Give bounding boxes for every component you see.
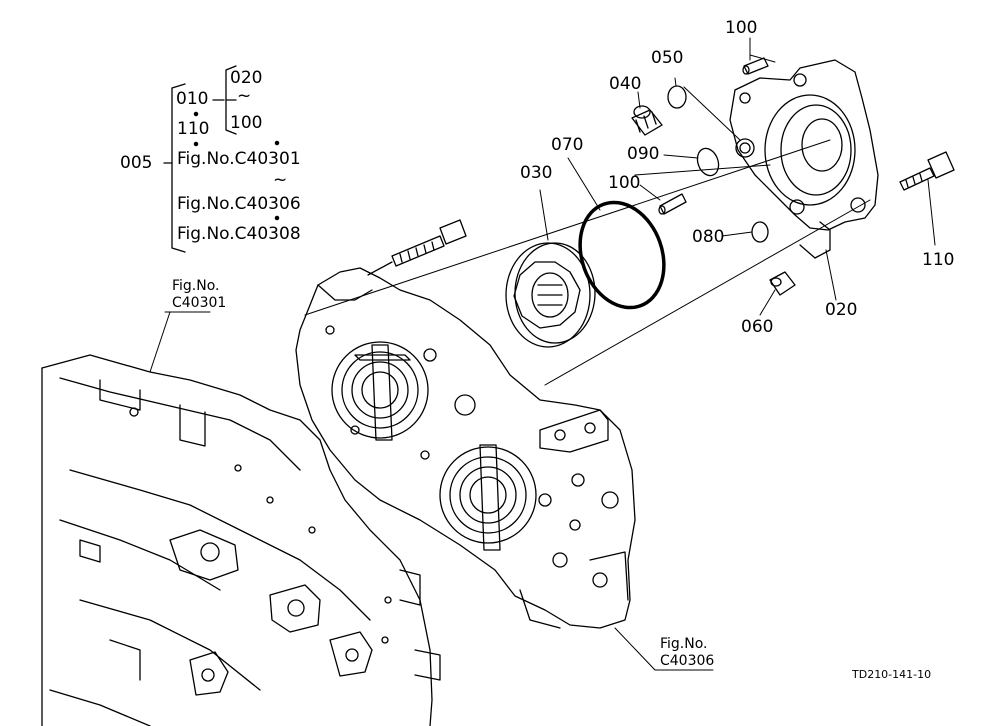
- callout-005: 005: [120, 153, 153, 173]
- callout-110: 110: [922, 250, 955, 270]
- plug-040: [631, 105, 663, 136]
- fig-ref-bottom-number: C40306: [660, 653, 715, 669]
- callout-070: 070: [551, 135, 584, 155]
- fig-ref-left-label: Fig.No.: [172, 278, 220, 294]
- range-tilde-1: ~: [237, 86, 252, 106]
- pump-gear: [505, 242, 596, 348]
- valve-body: [295, 267, 636, 629]
- callout-090: 090: [627, 144, 660, 164]
- bolt-left: [367, 219, 467, 276]
- plug-060: [769, 271, 796, 296]
- callout-040: 040: [609, 74, 642, 94]
- transmission-case: [41, 354, 441, 726]
- callout-080: 080: [692, 227, 725, 247]
- fig-ref-left-number: C40301: [172, 295, 227, 311]
- callout-100-group: 100: [230, 113, 263, 133]
- callout-050: 050: [651, 48, 684, 68]
- bolt-right: [899, 151, 955, 191]
- fig-ref-c40308: Fig.No.C40308: [177, 224, 301, 244]
- callout-060: 060: [741, 317, 774, 337]
- pin-100-mid: [658, 193, 687, 215]
- pump-cover: [729, 59, 879, 259]
- callout-brackets: [163, 65, 280, 253]
- callout-010: 010: [176, 89, 209, 109]
- pin-100-top: [742, 57, 769, 75]
- o-ring-080: [751, 221, 769, 243]
- range-tilde-2: ~: [273, 170, 288, 190]
- fig-ref-bottom-label: Fig.No.: [660, 636, 708, 652]
- callout-020: 020: [825, 300, 858, 320]
- callout-020-group: 020: [230, 68, 263, 88]
- fig-ref-c40301: Fig.No.C40301: [177, 149, 301, 169]
- callout-100-top: 100: [725, 18, 758, 38]
- callout-100-mid: 100: [608, 173, 641, 193]
- fig-ref-c40306: Fig.No.C40306: [177, 194, 301, 214]
- callout-110-group: 110: [177, 119, 210, 139]
- o-ring-090: [696, 147, 720, 177]
- o-ring-large: [578, 200, 666, 310]
- o-ring-050: [667, 85, 687, 109]
- callout-030: 030: [520, 163, 553, 183]
- drawing-code: TD210-141-10: [852, 668, 932, 681]
- leader-lines: [149, 37, 936, 671]
